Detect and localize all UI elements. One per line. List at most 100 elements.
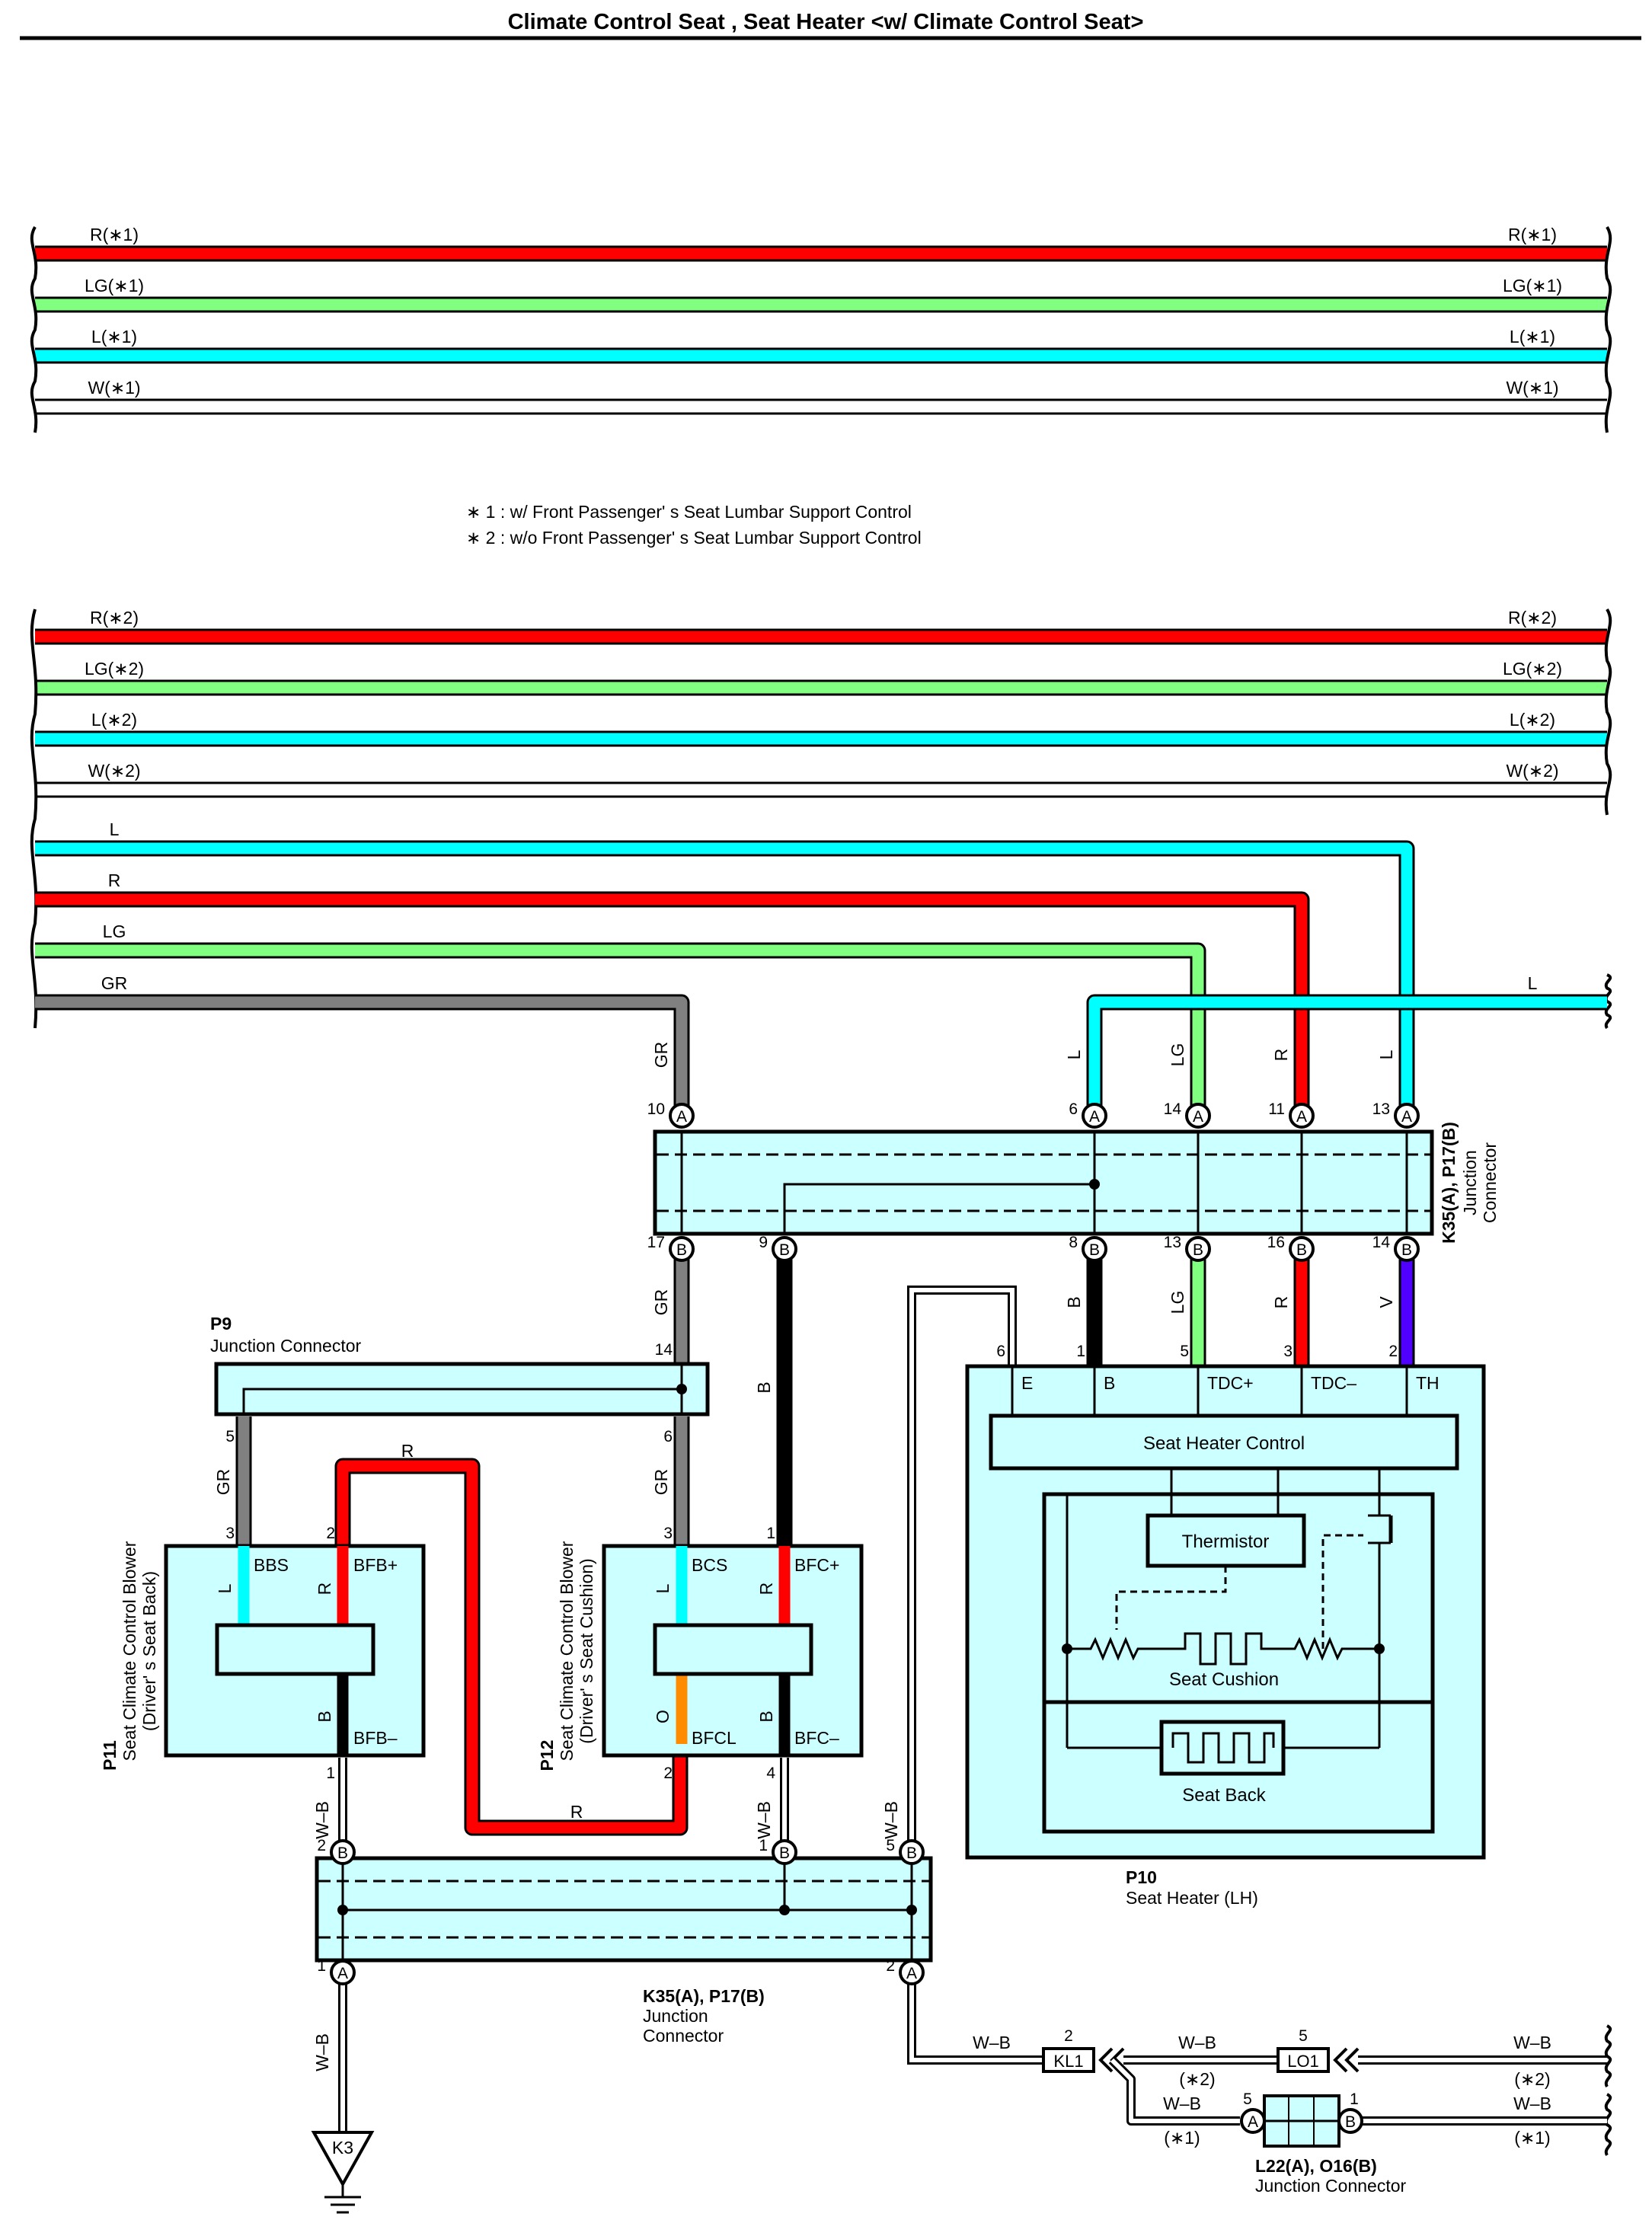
r-loop-wire: R R (334, 1441, 689, 1836)
p11-pin: 2 (326, 1525, 335, 1542)
p10-pin: 3 (1283, 1343, 1293, 1360)
break-mark-right (1604, 608, 1612, 816)
p9-pin-left: 5 (225, 1428, 235, 1445)
seat-heater-control (989, 1413, 1459, 1471)
pin-number: 17 (647, 1234, 665, 1251)
drop-label-r: R (1271, 1049, 1291, 1062)
p10-name: Seat Heater (LH) (1126, 1888, 1258, 1908)
lo1-id: LO1 (1287, 2052, 1319, 2071)
p12-seat-cushion-blower: BCS BFC+ BFCL BFC– L R O B 3 1 2 4 P12 S… (537, 1525, 864, 1782)
pin-circle (1337, 2108, 1363, 2134)
wire-wb-l22-fill (1110, 2058, 1240, 2123)
label-wb: W–B (312, 2033, 332, 2071)
connector-desc: Junction (1460, 1150, 1480, 1215)
pin-connector-letter: A (1296, 1108, 1307, 1126)
bus1-label-left: LG(∗1) (85, 276, 144, 295)
p10-pin: 1 (1076, 1343, 1085, 1360)
junction-connector-top: K35(A), P17(B) Junction Connector (653, 1122, 1500, 1244)
switch-dashed-link (1321, 1534, 1363, 1649)
splice-dot (337, 1905, 348, 1915)
kl1-id: KL1 (1053, 2052, 1083, 2071)
splice-dot (1062, 1643, 1072, 1654)
p11-pin: 3 (225, 1525, 235, 1542)
p12-pin: 2 (663, 1765, 673, 1782)
kl1-connector (1042, 2047, 1095, 2073)
page-title: Climate Control Seat , Seat Heater <w/ C… (508, 10, 1144, 34)
pin-number: 11 (1268, 1100, 1285, 1118)
p11-inner-l: L (215, 1583, 235, 1593)
label-gr: GR (651, 1289, 671, 1316)
pin-connector-letter: A (337, 1965, 348, 1982)
p11-sub: (Driver' s Seat Back) (139, 1571, 159, 1731)
pin-number: 1 (317, 1957, 326, 1975)
p12-term-bfcl: BFCL (692, 1728, 737, 1748)
feed-wire-gr (35, 994, 690, 1116)
pin-circle (669, 1236, 695, 1262)
seat-back-heater-trace (1171, 1732, 1275, 1764)
jc-bottom-pin: B2 (317, 1837, 356, 1865)
drop-label-gr: GR (651, 1042, 671, 1068)
bus2-label-left: L(∗2) (91, 710, 137, 730)
pin-connector-letter: B (1345, 2113, 1356, 2131)
wire-note: (∗2) (1179, 2069, 1215, 2089)
bus-group-1: R(∗1)R(∗1)LG(∗1)LG(∗1)L(∗1)L(∗1)W(∗1)W(∗… (35, 225, 1607, 415)
thermistor-dashed-link (1115, 1566, 1227, 1630)
jc-top-pin: B8 (1069, 1234, 1107, 1262)
bus2-label-left: W(∗2) (88, 761, 140, 781)
pin-circle (1082, 1236, 1107, 1262)
l22-pin: B (1337, 2108, 1363, 2134)
p12-term-bcs: BCS (692, 1555, 727, 1575)
pin-number: 14 (1164, 1100, 1182, 1118)
pin-connector-letter: B (676, 1241, 687, 1259)
label-r: R (1271, 1296, 1291, 1309)
lo1-connector (1277, 2047, 1330, 2073)
pin-connector-letter: B (337, 1845, 348, 1862)
connector-name: K35(A), P17(B) (643, 1986, 765, 2006)
feed-wire-lg (35, 942, 1206, 1116)
p11-inner-r: R (315, 1583, 334, 1595)
pin-connector-letter: B (906, 1845, 917, 1862)
connector-desc: Junction (643, 2006, 708, 2026)
lo1-pin: 5 (1299, 2027, 1308, 2045)
p11-term-bfbp: BFB+ (353, 1555, 398, 1575)
note-2: ∗ 2 : w/o Front Passenger' s Seat Lumbar… (466, 528, 922, 548)
label-v: V (1376, 1296, 1396, 1308)
seat-back-label: Seat Back (1182, 1785, 1266, 1806)
p10-pin: 6 (996, 1343, 1005, 1360)
bus2-label-right: L(∗2) (1510, 710, 1555, 730)
pin-circle (330, 1839, 356, 1865)
wire-wb-p10-fill (909, 1288, 1015, 1852)
p11-seat-back-blower: BBS BFB+ BFB– L R B 3 2 1 P11 Seat Clima… (100, 1525, 426, 1782)
feed-label-lg: LG (103, 921, 126, 941)
junction-connector-bottom: K35(A), P17(B) Junction Connector (315, 1856, 933, 2046)
pin-connector-letter: B (1193, 1241, 1203, 1259)
pin-connector-letter: A (1401, 1108, 1412, 1126)
right-l-label: L (1528, 973, 1538, 993)
pin-connector-letter: B (1401, 1241, 1412, 1259)
splice-dot (906, 1905, 917, 1915)
wire-label: W–B (1178, 2033, 1216, 2052)
kl1-wire-label: W–B (973, 2033, 1011, 2052)
feed-wire-gr-fill (35, 996, 688, 1116)
wire-note: (∗1) (1514, 2128, 1550, 2148)
bus2-label-right: R(∗2) (1508, 608, 1557, 628)
ground-k3: W–B K3 (311, 1972, 375, 2214)
p10-term-th: TH (1416, 1373, 1440, 1393)
pin-number: 13 (1164, 1234, 1181, 1251)
p9-name: Junction Connector (210, 1336, 362, 1356)
feed-wire-l-fill (35, 842, 1413, 1116)
pin-circle (1240, 2108, 1266, 2134)
wire-wb-kl1-fill (909, 1972, 1043, 2062)
feed-label-l: L (110, 819, 120, 839)
pin-connector-letter: B (1296, 1241, 1307, 1259)
p12-name: Seat Climate Control Blower (557, 1541, 577, 1761)
p12-inner-r: R (756, 1583, 776, 1595)
pin-number: 14 (1372, 1234, 1391, 1251)
r-loop-label: R (401, 1441, 414, 1461)
p11-pin: 1 (326, 1765, 335, 1782)
p10-id: P10 (1126, 1867, 1157, 1887)
p12-motor (653, 1623, 813, 1676)
wb-harness: W–B KL1 2 W–B (∗2) LO1 5 W–B (∗2) W–B (∗… (907, 1972, 1607, 2196)
p11-term-bbs: BBS (254, 1555, 289, 1575)
